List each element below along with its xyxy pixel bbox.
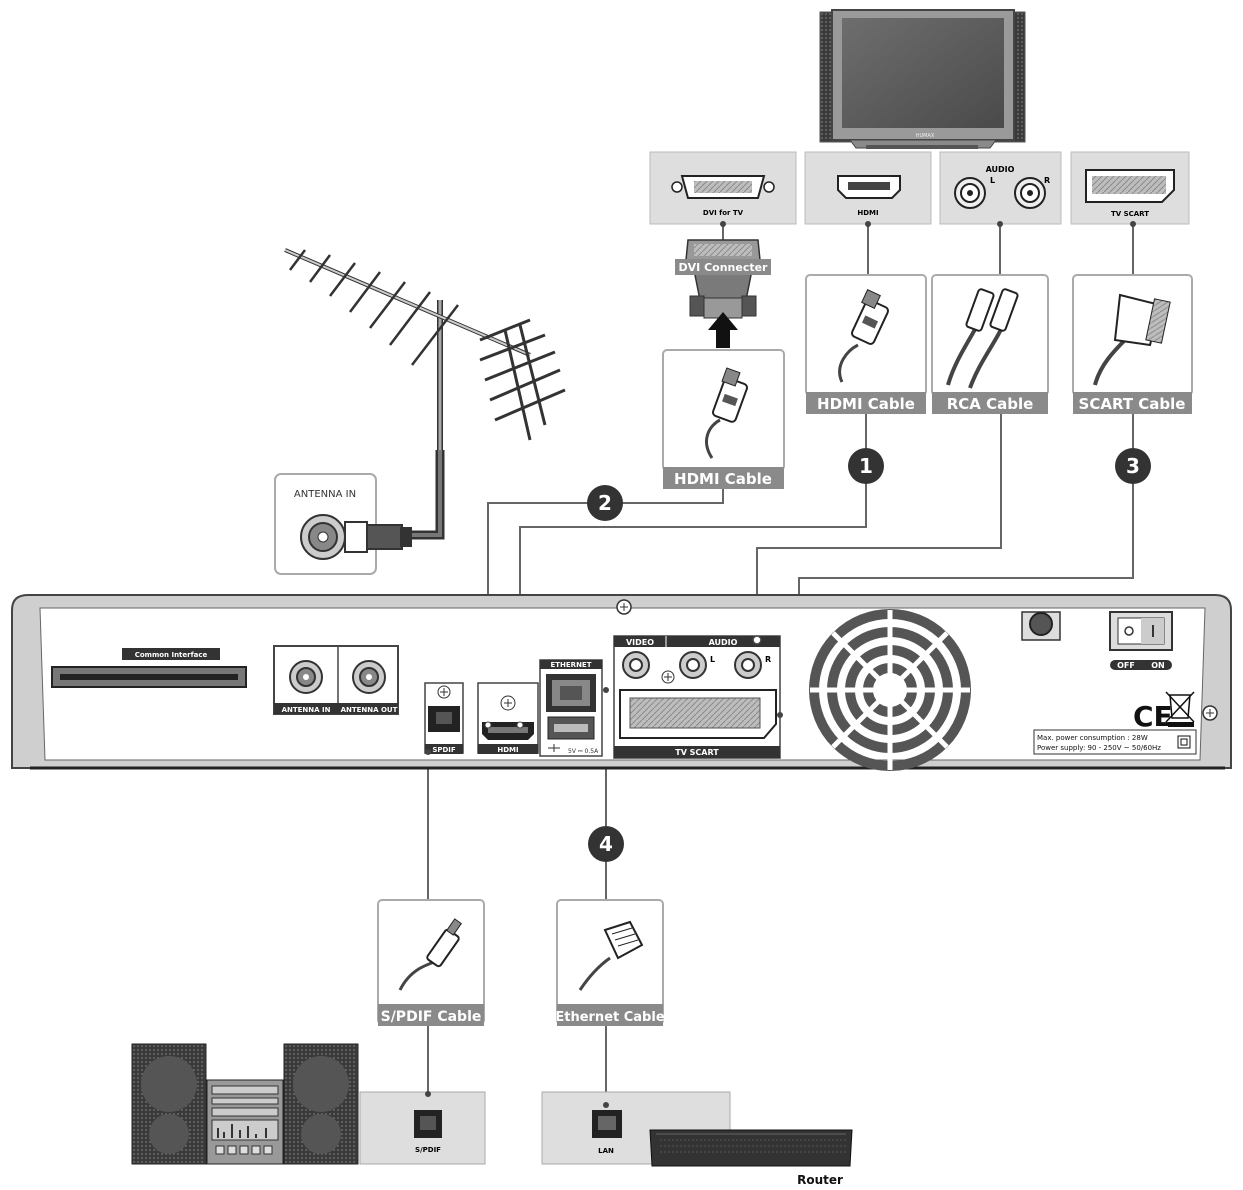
receiver-video-label: VIDEO — [626, 638, 654, 647]
receiver-usb-label: 5V ⎓ 0.5A — [568, 748, 599, 755]
power-off-label: OFF — [1117, 661, 1135, 670]
receiver-audio-label: AUDIO — [709, 638, 738, 647]
label-rca-cable: RCA Cable — [947, 395, 1034, 413]
label-hdmi-dvi-cable: HDMI Cable — [674, 470, 772, 488]
router-label: Router — [797, 1173, 843, 1187]
svg-text:2: 2 — [598, 491, 612, 515]
receiver-hdmi-port: HDMI — [477, 682, 539, 754]
cable-box-scart: SCART Cable — [1072, 274, 1193, 414]
tv-port-wires — [722, 224, 1134, 275]
common-interface-slot: Common Interface — [51, 648, 247, 688]
antenna-in-box: ANTENNA IN — [274, 473, 412, 575]
receiver-ground-terminal — [1021, 611, 1061, 641]
cable-box-hdmi: HDMI Cable — [805, 274, 927, 414]
power-spec-line2: Power supply: 90 - 250V ~ 50/60Hz — [1037, 744, 1161, 752]
router: LAN Router — [541, 1091, 853, 1187]
tv-port-audio: AUDIO L R — [939, 151, 1062, 225]
receiver-tv-scart-label: TV SCART — [675, 748, 719, 757]
label-spdif-cable: S/PDIF Cable — [381, 1009, 482, 1025]
tv-port-dvi: DVI for TV — [649, 151, 797, 225]
power-spec-line1: Max. power consumption : 28W — [1037, 734, 1148, 742]
label-hdmi-cable: HDMI Cable — [817, 395, 915, 413]
hifi-audio-system: S/PDIF — [131, 1043, 486, 1165]
receiver-antenna-out-label: ANTENNA OUT — [341, 706, 398, 714]
tv-dvi-label: DVI for TV — [703, 209, 744, 217]
receiver-spdif-label: SPDIF — [432, 746, 456, 754]
ce-mark: CE — [1133, 691, 1195, 733]
receiver-spdif-port: SPDIF — [424, 682, 464, 755]
television: HUMAX — [819, 9, 1026, 149]
step-badge-1: 1 — [848, 448, 884, 484]
port-dots — [720, 221, 1136, 227]
tv-audio-l: L — [990, 176, 995, 185]
dvi-connector-adapter: DVI Connecter — [675, 239, 771, 348]
power-spec-label: Max. power consumption : 28W Power suppl… — [1033, 729, 1197, 755]
dvi-connector-label: DVI Connecter — [679, 261, 769, 274]
antenna-in-box-label: ANTENNA IN — [294, 489, 356, 500]
common-interface-label: Common Interface — [135, 651, 208, 659]
hifi-spdif-label: S/PDIF — [415, 1146, 441, 1154]
cable-box-spdif: S/PDIF Cable — [377, 899, 485, 1026]
receiver-hdmi-label: HDMI — [497, 746, 518, 754]
svg-text:CE: CE — [1133, 700, 1173, 733]
receiver-ethernet-label: ETHERNET — [550, 661, 591, 669]
tv-audio-r: R — [1044, 176, 1050, 185]
receiver-fan-grille — [809, 609, 971, 771]
svg-text:1: 1 — [859, 454, 873, 478]
receiver-ethernet-usb: ETHERNET 5V ⎓ 0.5A — [539, 659, 609, 757]
label-scart-cable: SCART Cable — [1079, 395, 1186, 413]
cable-box-ethernet: Ethernet Cable — [555, 899, 665, 1026]
receiver-power-switch[interactable]: OFF ON — [1109, 611, 1173, 670]
receiver-audio-r: R — [765, 655, 771, 664]
tv-audio-label: AUDIO — [986, 165, 1015, 174]
receiver-antenna-in-label: ANTENNA IN — [282, 706, 331, 714]
tv-hdmi-label: HDMI — [857, 209, 878, 217]
label-ethernet-cable: Ethernet Cable — [555, 1010, 664, 1025]
tv-brand: HUMAX — [916, 133, 935, 139]
cable-box-hdmi-dvi: HDMI Cable — [662, 349, 785, 489]
tv-port-scart: TV SCART — [1070, 151, 1190, 225]
step-badge-4: 4 — [588, 826, 624, 862]
tv-port-hdmi: HDMI — [804, 151, 932, 225]
receiver-av-ports: VIDEO AUDIO L R TV SCART — [613, 635, 783, 759]
power-on-label: ON — [1151, 661, 1165, 670]
cable-box-rca: RCA Cable — [931, 274, 1049, 414]
svg-text:4: 4 — [599, 832, 613, 856]
step-badge-3: 3 — [1115, 448, 1151, 484]
receiver-audio-l: L — [710, 655, 715, 664]
router-lan-label: LAN — [598, 1147, 614, 1155]
tv-scart-label: TV SCART — [1111, 210, 1149, 218]
receiver-antenna-ports: ANTENNA IN ANTENNA OUT — [273, 645, 399, 715]
antenna — [284, 248, 566, 540]
step-badge-2: 2 — [587, 485, 623, 521]
svg-text:3: 3 — [1126, 454, 1140, 478]
